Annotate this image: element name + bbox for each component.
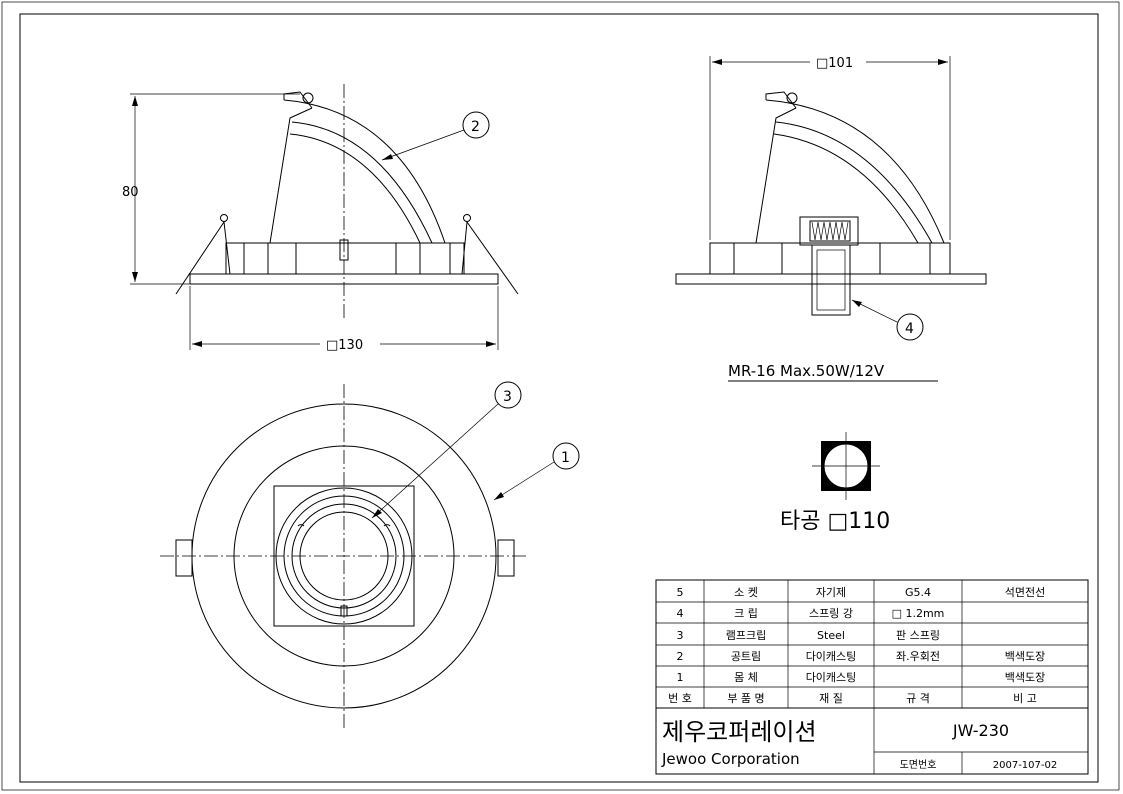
table-row: 2 공트림 다이캐스팅 좌.우회전 백색도장 [677, 650, 1046, 663]
plan-view: 3 1 [160, 381, 580, 730]
row4-name: 크 립 [734, 607, 758, 620]
row3-spec: 판 스프링 [896, 629, 940, 642]
row5-no: 5 [677, 586, 684, 599]
row3-no: 3 [677, 629, 684, 642]
balloon-1 [552, 442, 580, 470]
header-material: 재 질 [819, 692, 843, 705]
balloon-4 [896, 313, 924, 341]
row2-material: 다이캐스팅 [806, 650, 857, 663]
row4-no: 4 [677, 607, 684, 620]
drawing-no: 2007-107-02 [993, 760, 1057, 771]
front-body [225, 242, 465, 275]
table-row: 3 램프크립 Steel 판 스프링 [677, 629, 940, 642]
row5-name: 소 켓 [734, 586, 758, 599]
company-name-kr: 제우코퍼레이션 [662, 718, 817, 746]
header-no: 번 호 [668, 692, 692, 705]
row3-material: Steel [817, 629, 845, 642]
balloon-3 [494, 381, 522, 409]
table-row: 1 몸 체 다이캐스팅 백색도장 [677, 671, 1046, 684]
row2-name: 공트림 [731, 650, 761, 663]
row1-no: 1 [677, 671, 684, 684]
row5-material: 자기제 [816, 586, 846, 599]
company-name-en: Jewoo Corporation [661, 750, 800, 768]
row2-spec: 좌.우회전 [896, 650, 940, 663]
plan-body-circle [233, 445, 455, 667]
plan-clip-left [175, 539, 193, 577]
balloon-2-label: 2 [471, 119, 480, 135]
row2-no: 2 [677, 650, 684, 663]
side-body [709, 242, 951, 275]
row4-material: 스프링 강 [809, 607, 853, 620]
plan-clip-right [497, 539, 515, 577]
dim-width-101: □101 [816, 56, 853, 71]
row5-spec: G5.4 [905, 586, 931, 599]
gimbal-arc-inner [291, 121, 433, 244]
header-spec: 규 격 [906, 692, 930, 705]
row3-name: 램프크립 [726, 629, 766, 642]
side-view: □101 4 MR-16 Max.50W/12V [675, 55, 987, 382]
row1-material: 다이캐스팅 [806, 671, 857, 684]
dim-width-130: □130 [326, 338, 363, 353]
lamp-spec: MR-16 Max.50W/12V [728, 362, 885, 380]
inner-border [19, 13, 1099, 783]
cutout-symbol: 타공 □110 [780, 432, 890, 534]
gimbal-arc-outer [283, 99, 446, 244]
drawing-no-label: 도면번호 [900, 759, 937, 771]
row2-remark: 백색도장 [1005, 650, 1045, 663]
side-flange [675, 273, 987, 285]
row5-remark: 석면전선 [1005, 586, 1045, 599]
model-number: JW-230 [952, 721, 1009, 740]
balloon-3-label: 3 [503, 389, 512, 405]
parts-table: 5 소 켓 자기제 G5.4 석면전선 4 크 립 스프링 강 □ 1.2mm … [655, 579, 1089, 709]
header-remark: 비 고 [1013, 692, 1037, 705]
table-row: 4 크 립 스프링 강 □ 1.2mm [677, 607, 945, 620]
row4-spec: □ 1.2mm [892, 607, 945, 620]
table-row: 5 소 켓 자기제 G5.4 석면전선 [677, 586, 1046, 599]
dim-height-80: 80 [122, 185, 139, 200]
balloon-4-label: 4 [905, 321, 914, 337]
cutout-label: 타공 □110 [780, 509, 890, 534]
plan-square-frame [273, 485, 415, 627]
front-view: 80 □130 2 [122, 84, 519, 353]
balloon-1-label: 1 [561, 450, 570, 466]
table-header: 번 호 부 품 명 재 질 규 격 비 고 [668, 692, 1037, 705]
row1-name: 몸 체 [734, 671, 758, 684]
header-name: 부 품 명 [727, 692, 764, 705]
title-block: 제우코퍼레이션 Jewoo Corporation JW-230 도면번호 20… [655, 707, 1089, 775]
row1-remark: 백색도장 [1005, 671, 1045, 684]
balloon-2 [462, 111, 490, 139]
socket-lamp [811, 244, 851, 316]
